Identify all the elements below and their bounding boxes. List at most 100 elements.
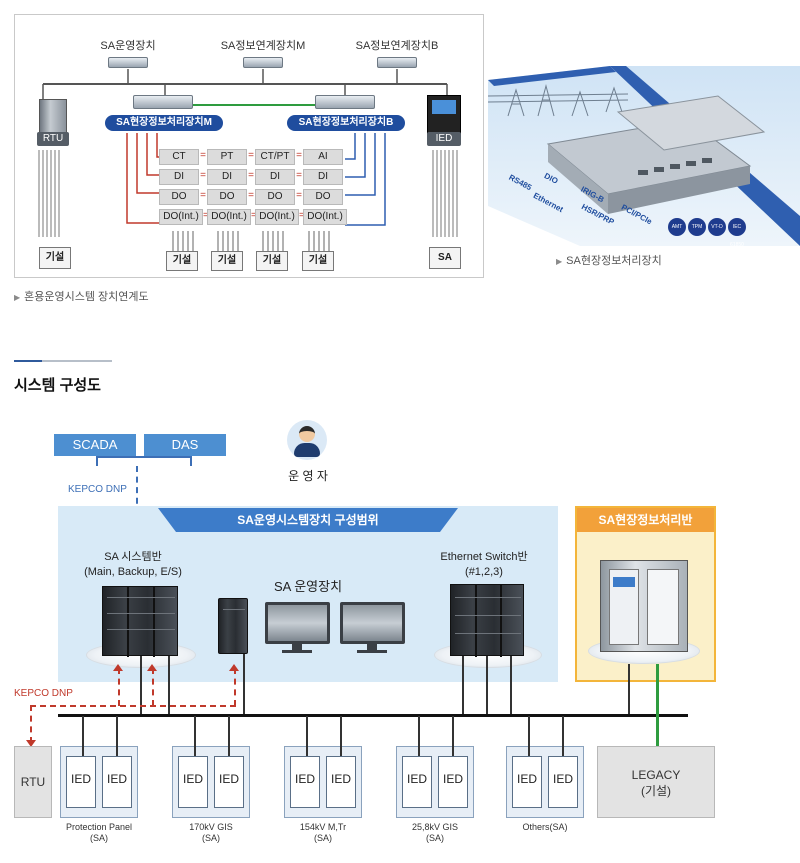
server-operating-device	[108, 57, 148, 68]
link-mark: =	[296, 170, 302, 181]
switch-drop-1	[462, 656, 464, 714]
das-box: DAS	[144, 434, 226, 456]
rtu-label: RTU	[37, 132, 69, 146]
operator-icon	[287, 420, 327, 460]
rtu-arrow-icon	[26, 740, 36, 747]
ied-unit: IED	[548, 756, 578, 808]
link-mark: =	[200, 170, 206, 181]
ied-unit: IED	[214, 756, 244, 808]
monitor-right	[340, 602, 405, 644]
diagram-caption-text: 혼용운영시스템 장치연계도	[24, 291, 149, 303]
ied-panel-label: 154kV M,Tr	[299, 822, 347, 832]
field-processor-drop	[628, 664, 630, 714]
sa-system-drop-2	[168, 656, 170, 714]
monitor-left	[265, 602, 330, 644]
legacy-label: LEGACY	[631, 768, 681, 782]
link-mark: =	[248, 170, 254, 181]
server-label-link-m: SA정보연계장치M	[220, 40, 306, 52]
ied-unit: IED	[326, 756, 356, 808]
ethernet-switch-rack	[450, 584, 524, 657]
arrow-up-icon-2	[147, 664, 157, 671]
switch-drop-3	[510, 656, 512, 714]
section-divider-accent	[14, 360, 42, 362]
legacy-box-2: 기설	[211, 251, 243, 271]
sa-box: SA	[429, 247, 461, 269]
ied-label: IED	[427, 132, 461, 146]
product-photo-graphic	[488, 66, 800, 246]
main-network-bus	[58, 714, 688, 717]
ied-panel-sublabel: (SA)	[314, 833, 332, 843]
sa-system-rack	[102, 586, 178, 657]
link-mark: =	[200, 150, 206, 161]
badge-tpm: TPM	[688, 218, 706, 236]
monitor-right-stand	[367, 644, 377, 650]
signal-cell: CT/PT	[255, 149, 295, 165]
ied-unit: IED	[402, 756, 432, 808]
ied-unit: IED	[438, 756, 468, 808]
sa-system-panel-label: SA 시스템반	[104, 551, 162, 563]
ethernet-switch-sublabel: (#1,2,3)	[465, 566, 503, 578]
section-divider	[14, 360, 112, 362]
monitor-right-base	[357, 650, 387, 653]
red-dnp-drop-2	[152, 668, 154, 706]
link-mark: =	[203, 210, 209, 221]
scada-box: SCADA	[54, 434, 136, 456]
legacy-box: LEGACY (기설)	[597, 746, 715, 818]
ied-drop-line	[452, 716, 454, 756]
signal-cell: DI	[255, 169, 295, 185]
product-caption-text: SA현장정보처리장치	[566, 255, 662, 267]
processor-b-label: SA현장정보처리장치B	[287, 115, 405, 131]
sa-system-drop-1	[140, 656, 142, 714]
sa-operating-label: SA 운영장치	[273, 579, 343, 594]
link-mark: =	[248, 190, 254, 201]
product-caption: ▶SA현장정보처리장치	[556, 255, 662, 267]
diagram-caption: ▶혼용운영시스템 장치연계도	[14, 291, 149, 303]
signal-cell: PT	[207, 149, 247, 165]
legacy-box-4: 기설	[302, 251, 334, 271]
signal-cell: DO	[159, 189, 199, 205]
connection-lines	[38, 69, 458, 251]
rtu-box: RTU	[14, 746, 52, 818]
red-dnp-drop-1	[118, 668, 120, 706]
device-link-diagram: SA운영장치 SA정보연계장치M SA정보연계장치B RTU IED SA현장정…	[14, 14, 484, 278]
ied-drop-line	[228, 716, 230, 756]
ethernet-switch-label: Ethernet Switch반	[440, 551, 528, 563]
signal-cell: DI	[303, 169, 343, 185]
ied-panel-label: 170kV GIS	[189, 822, 233, 832]
ied-drop-line	[194, 716, 196, 756]
pc-drop	[243, 654, 245, 714]
monitor-left-base	[282, 650, 312, 653]
badge-amt: AMT	[668, 218, 686, 236]
red-dnp-rtu-drop	[30, 705, 32, 743]
legacy-box-1: 기설	[166, 251, 198, 271]
arrow-up-icon-1	[113, 664, 123, 671]
ied-unit: IED	[512, 756, 542, 808]
ied-unit: IED	[290, 756, 320, 808]
link-mark: =	[299, 210, 305, 221]
ied-unit: IED	[102, 756, 132, 808]
ied-drop-line	[340, 716, 342, 756]
kepco-dnp-top-label: KEPCO DNP	[66, 484, 129, 495]
ied-panel-sublabel: (SA)	[426, 833, 444, 843]
processor-b-device	[315, 95, 375, 109]
ied-unit: IED	[66, 756, 96, 808]
ied-panel-label: Protection Panel	[65, 822, 133, 832]
legacy-sublabel: (기설)	[640, 784, 672, 798]
field-processor-banner: SA현장정보처리반	[577, 508, 714, 532]
sa-system-panel-sublabel: (Main, Backup, E/S)	[84, 566, 182, 578]
switch-drop-2	[486, 656, 488, 714]
signal-cell: DO(Int.)	[159, 209, 203, 225]
ied-panel-label: Others(SA)	[522, 822, 568, 832]
processor-m-label: SA현장정보처리장치M	[105, 115, 223, 131]
signal-cell: DO(Int.)	[255, 209, 299, 225]
badge-iec: IEC 61850	[728, 218, 746, 246]
kepco-dnp-left-label: KEPCO DNP	[14, 688, 73, 699]
sa-scope-banner: SA운영시스템장치 구성범위	[158, 508, 458, 532]
ied-drop-line	[82, 716, 84, 756]
processor-m-device	[133, 95, 193, 109]
section-title: 시스템 구성도	[14, 377, 101, 394]
operator-label: 운 영 자	[288, 469, 328, 483]
ied-drop-line	[116, 716, 118, 756]
